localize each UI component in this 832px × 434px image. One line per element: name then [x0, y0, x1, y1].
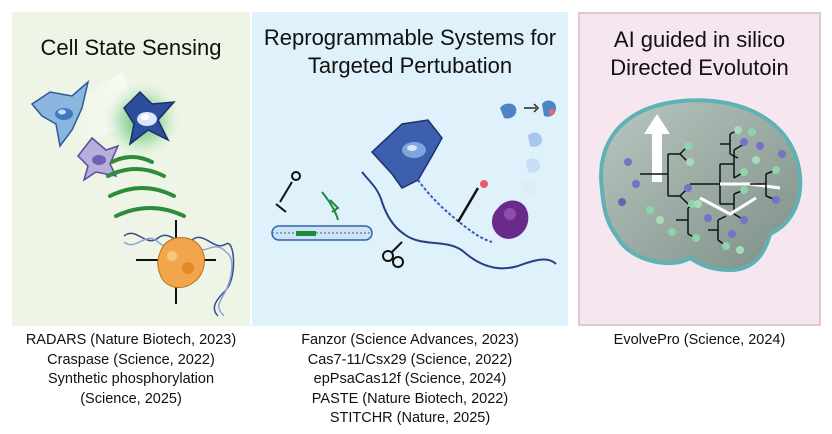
reference-item: RADARS (Nature Biotech, 2023)	[25, 332, 237, 348]
up-arrow-icon	[644, 114, 670, 182]
title-line: Targeted Pertubation	[307, 53, 513, 78]
dna-strand-icon	[361, 171, 557, 270]
reference-item: STITCHR (Nature, 2025)	[329, 410, 491, 427]
panel-title: Reprogrammable Systems for Targeted Pert…	[252, 24, 568, 80]
scissors-icon	[275, 171, 340, 221]
references-reprogrammable-systems: Fanzor (Science Advances, 2023) Cas7-11/…	[252, 331, 568, 429]
brain-icon	[370, 119, 443, 189]
brain-outline-icon	[599, 98, 803, 273]
perturbation-illustration	[271, 100, 557, 270]
references-cell-sensing: RADARS (Nature Biotech, 2023) Craspase (…	[12, 331, 250, 409]
variant-dots	[618, 126, 786, 254]
protein-icon	[492, 200, 529, 239]
panel-title: AI guided in silico Directed Evolutoin	[580, 26, 819, 82]
cell-sensing-illustration	[30, 72, 235, 317]
reference-item: Craspase (Science, 2022)	[47, 351, 215, 368]
references-ai-evolution: EvolvePro (Science, 2024)	[578, 331, 821, 351]
title-line: Directed Evolutoin	[610, 55, 789, 80]
reference-item: epPsaCas12f (Science, 2024)	[313, 371, 507, 388]
scissors-icon-2	[382, 241, 404, 268]
reference-item: Cas7-11/Csx29 (Science, 2022)	[307, 351, 513, 368]
reference-item: (Science, 2025)	[80, 390, 182, 407]
dna-double-helix-icon	[271, 225, 373, 241]
protein-icon	[157, 237, 205, 289]
reference-item: Synthetic phosphorylation	[47, 371, 215, 388]
dna-icon	[123, 232, 235, 317]
reference-item: EvolvePro (Science, 2024)	[613, 332, 786, 348]
scissors-icon-3	[456, 180, 488, 223]
evolution-illustration	[599, 98, 803, 273]
panel-cell-state-sensing: Cell State Sensing	[12, 12, 250, 326]
panel-reprogrammable-systems: Reprogrammable Systems for Targeted Pert…	[252, 12, 568, 326]
title-line: Reprogrammable Systems for	[263, 25, 557, 50]
panel-ai-directed-evolution: AI guided in silico Directed Evolutoin	[578, 12, 821, 326]
signal-waves-icon	[106, 155, 186, 218]
glowing-cell-icon	[102, 80, 182, 160]
evolution-tree-icon	[640, 129, 781, 247]
cell-icon	[30, 79, 90, 148]
reference-item: Fanzor (Science Advances, 2023)	[301, 332, 519, 348]
title-line: Cell State Sensing	[40, 35, 222, 60]
panel-title: Cell State Sensing	[12, 34, 250, 62]
title-line: AI guided in silico	[613, 27, 786, 52]
reference-item: PASTE (Nature Biotech, 2022)	[311, 390, 509, 407]
small-cell-icon	[77, 136, 120, 182]
protein-cascade-icon	[500, 100, 556, 195]
